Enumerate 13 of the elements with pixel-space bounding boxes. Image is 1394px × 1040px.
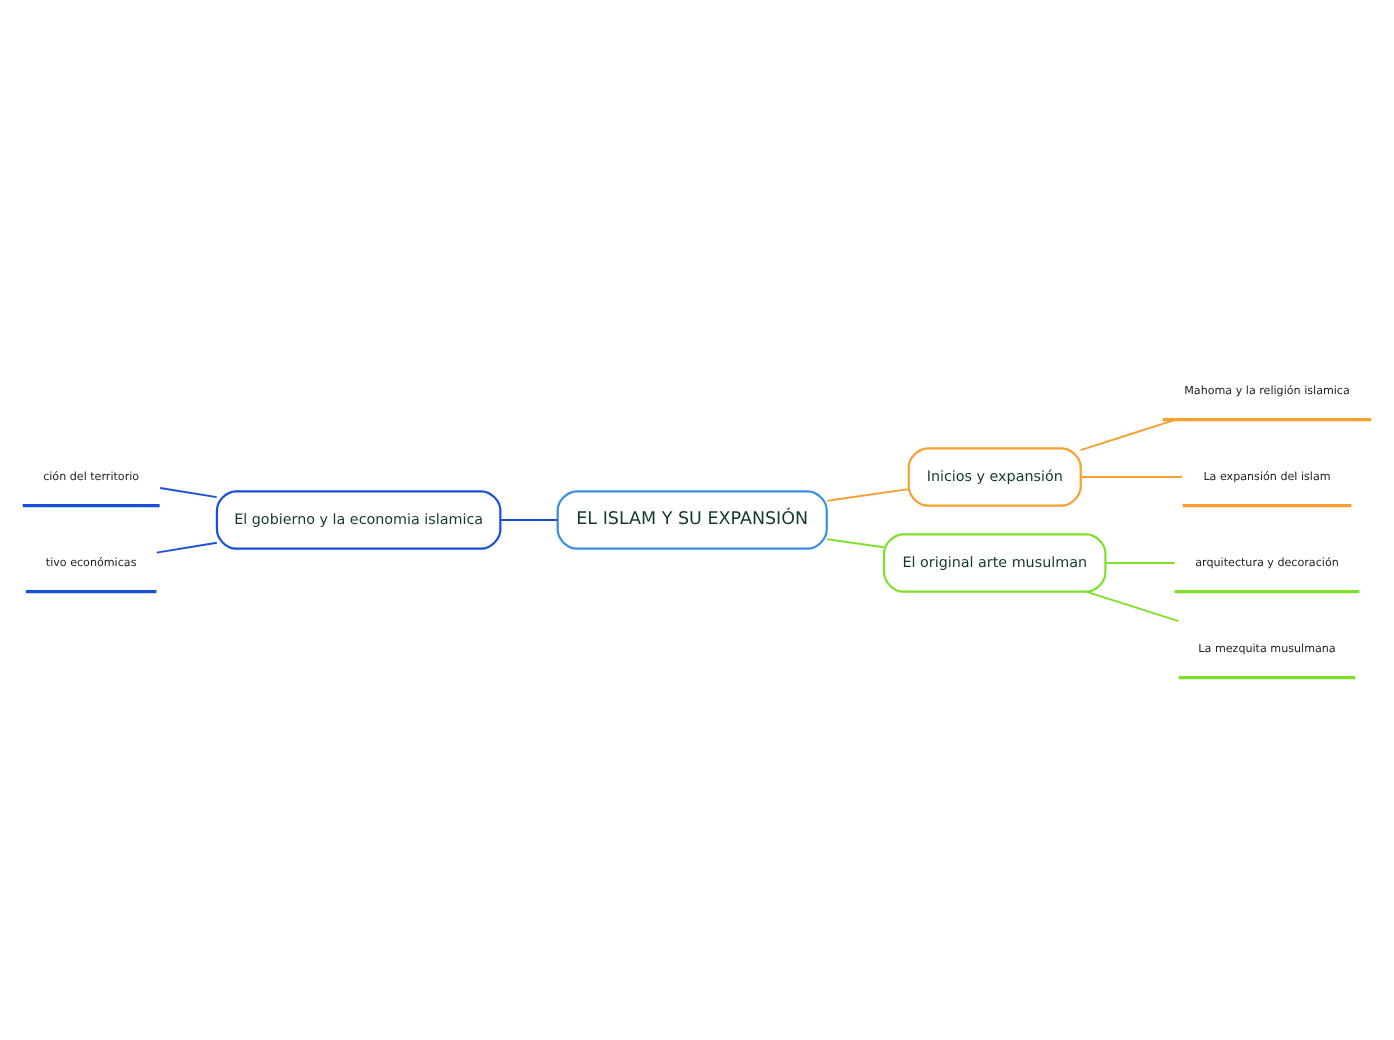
- node-box: Inicios y expansión: [907, 447, 1082, 507]
- node-box: El original arte musulman: [882, 533, 1107, 593]
- connector: [1079, 476, 1184, 478]
- connector: [825, 488, 910, 502]
- connector: [1085, 590, 1180, 623]
- node-box: El gobierno y la economia islamica: [215, 490, 502, 550]
- node-box: EL ISLAM Y SU EXPANSIÓN: [556, 490, 828, 550]
- connector: [825, 538, 885, 549]
- connector: [159, 487, 218, 499]
- connector: [499, 519, 559, 521]
- connector: [155, 541, 218, 554]
- connector: [1079, 418, 1177, 451]
- connector: [1104, 562, 1176, 564]
